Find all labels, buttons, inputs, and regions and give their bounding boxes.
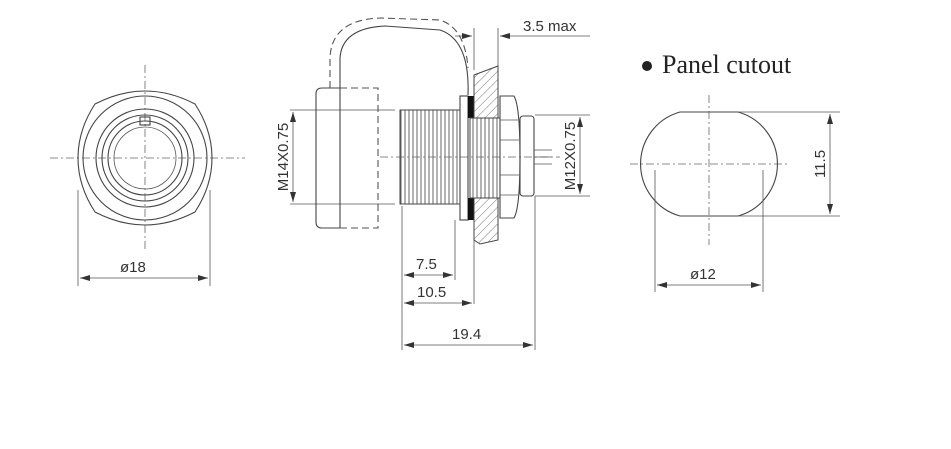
dim-7-5: 7.5 <box>416 256 437 273</box>
front-view: ø18 <box>50 65 245 286</box>
thread-main-label: M14X0.75 <box>275 123 292 191</box>
bullet-icon <box>642 61 652 71</box>
cutout-diameter-label: ø12 <box>690 266 716 283</box>
front-diameter-label: ø18 <box>120 259 146 276</box>
side-view: M14X0.75 M12X0.75 3.5 max 7.5 10.5 19.4 <box>275 17 590 350</box>
panel-thickness-label: 3.5 max <box>523 18 577 35</box>
cutout-flat-label: 11.5 <box>812 150 829 178</box>
dim-19-4: 19.4 <box>452 326 481 343</box>
thread-rear-label: M12X0.75 <box>562 122 579 190</box>
panel-cutout-title: Panel cutout <box>662 50 792 79</box>
panel-cutout-view: Panel cutout 11.5 ø12 <box>630 50 840 292</box>
dim-10-5: 10.5 <box>417 284 446 301</box>
